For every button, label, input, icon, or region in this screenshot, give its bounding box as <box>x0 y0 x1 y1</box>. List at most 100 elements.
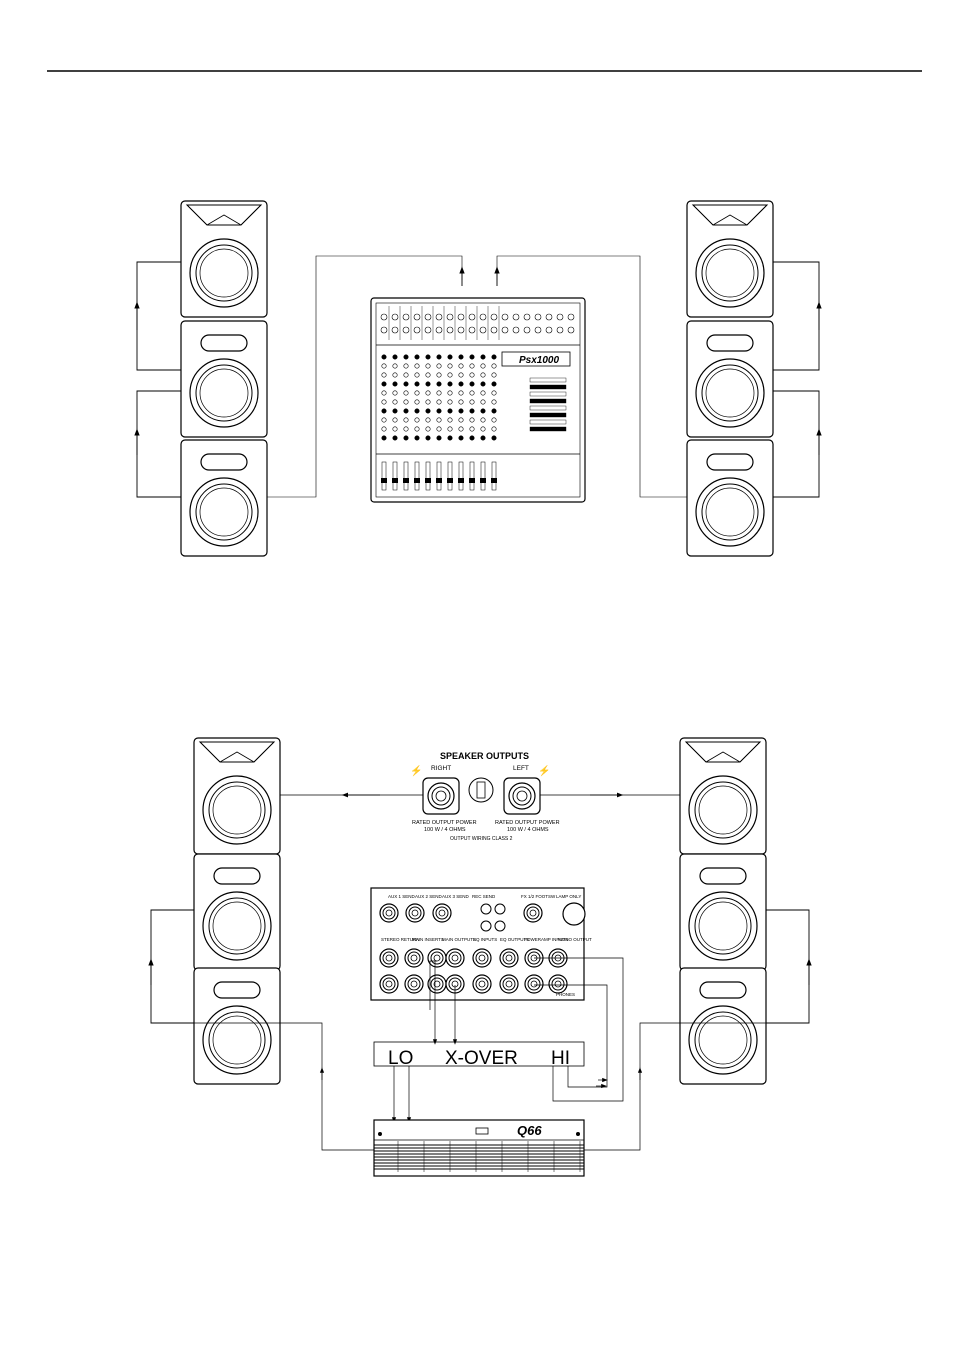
mixer-knob <box>447 390 453 396</box>
input-jack <box>512 326 520 334</box>
quarter-inch-jack <box>404 948 424 968</box>
mixer-knob <box>480 399 486 405</box>
mixer-knob <box>414 426 420 432</box>
input-jack <box>534 313 542 321</box>
mixer-knob <box>436 417 442 423</box>
quarter-inch-jack <box>427 974 447 994</box>
input-jack <box>501 313 509 321</box>
quarter-inch-jack <box>379 948 399 968</box>
mixer-knob <box>381 408 387 414</box>
mixer-knob <box>425 372 431 378</box>
quarter-inch-jack <box>379 903 399 923</box>
mixer-knob <box>381 381 387 387</box>
mixer-knob <box>491 372 497 378</box>
mixer-knob <box>392 390 398 396</box>
input-jack <box>545 326 553 334</box>
mixer-knob <box>414 390 420 396</box>
mixer-knob <box>447 426 453 432</box>
fader-cap <box>425 478 431 483</box>
mixer-knob <box>392 408 398 414</box>
mixer-knob <box>491 363 497 369</box>
mixer-knob <box>447 408 453 414</box>
input-jack <box>457 313 465 321</box>
fader-cap <box>491 478 497 483</box>
amplifier-logo: Q66 <box>517 1123 542 1138</box>
mixer-knob <box>403 408 409 414</box>
mixer-knob <box>425 363 431 369</box>
quarter-inch-jack <box>523 903 543 923</box>
mixer-knob <box>447 417 453 423</box>
input-jack <box>380 326 388 334</box>
mixer-knob <box>403 381 409 387</box>
master-section-row <box>529 391 567 397</box>
input-jack <box>391 313 399 321</box>
mixer-knob <box>414 372 420 378</box>
mixer-knob <box>425 435 431 441</box>
mixer-knob <box>480 372 486 378</box>
mixer-knob <box>425 354 431 360</box>
left-power-value: 100 W / 4 OHMS <box>507 827 549 833</box>
crossover-hi-label: HI <box>551 1048 570 1069</box>
mixer-knob <box>436 372 442 378</box>
left-rated-power-label: RATED OUTPUT POWER <box>495 820 560 826</box>
left-speaker-stack <box>180 200 268 557</box>
mixer-knob <box>436 354 442 360</box>
mixer-knob <box>381 363 387 369</box>
input-jack <box>556 313 564 321</box>
mixer-knob <box>436 435 442 441</box>
mixer-knob <box>480 426 486 432</box>
mixer-knob <box>458 417 464 423</box>
fader-cap <box>480 478 486 483</box>
mixer-knob <box>381 435 387 441</box>
crossover-name-label: X-OVER <box>445 1048 518 1069</box>
right-power-value: 100 W / 4 OHMS <box>424 827 466 833</box>
input-jack <box>468 326 476 334</box>
master-section-row <box>529 384 567 390</box>
mixer-knob <box>447 399 453 405</box>
right-mid-cabinet <box>686 320 774 438</box>
right-link-cables <box>773 261 822 498</box>
left-mid-cabinet-2 <box>193 853 281 971</box>
mixer-knob <box>480 381 486 387</box>
main-inserts-label: MAIN INSERTS <box>412 937 444 942</box>
mono-output-label: MONO OUTPUT <box>558 937 592 942</box>
eq-outputs-label: EQ OUTPUTS <box>500 937 529 942</box>
mixer-knob <box>392 399 398 405</box>
left-speaker-stack-2 <box>193 737 281 1085</box>
mixer-knob <box>381 417 387 423</box>
mixer-knob <box>469 354 475 360</box>
aux2-send-label: AUX 2 SEND <box>415 894 443 899</box>
mixer-knob <box>392 426 398 432</box>
mixer-knob <box>403 426 409 432</box>
quarter-inch-jack <box>472 948 492 968</box>
input-jack <box>556 326 564 334</box>
fader <box>436 461 442 491</box>
speaker-outputs-title: SPEAKER OUTPUTS <box>440 751 529 761</box>
mixer-knob <box>480 408 486 414</box>
fader <box>414 461 420 491</box>
input-jack <box>545 313 553 321</box>
lightning-right-icon: ⚡ <box>538 764 550 777</box>
mixer-knob <box>469 372 475 378</box>
mixer-knob <box>458 435 464 441</box>
input-jack <box>435 326 443 334</box>
aux3-send-label: AUX 3 SEND <box>442 894 470 899</box>
fx-footsw-label: FX 1/2 FOOTSW <box>521 894 556 899</box>
fader-cap <box>392 478 398 483</box>
input-jack <box>413 326 421 334</box>
mixer-knob <box>469 399 475 405</box>
poweramp-inputs-label: POWERAMP INPUTS <box>524 937 568 942</box>
mixer-knob <box>392 435 398 441</box>
mixer-knob <box>436 381 442 387</box>
left-mid-cabinet <box>180 320 268 438</box>
mixer-knob <box>392 417 398 423</box>
mixer-knob <box>436 426 442 432</box>
quarter-inch-jack <box>405 903 425 923</box>
power-amplifier: Q66 <box>373 1119 585 1177</box>
left-bottom-cabinet <box>180 439 268 557</box>
pinout-diagram-icon <box>468 777 494 803</box>
quarter-inch-jack <box>499 974 519 994</box>
stereo-return-label: STEREO RETURN <box>381 937 420 942</box>
quarter-inch-jack <box>472 974 492 994</box>
mixer-knob <box>491 354 497 360</box>
